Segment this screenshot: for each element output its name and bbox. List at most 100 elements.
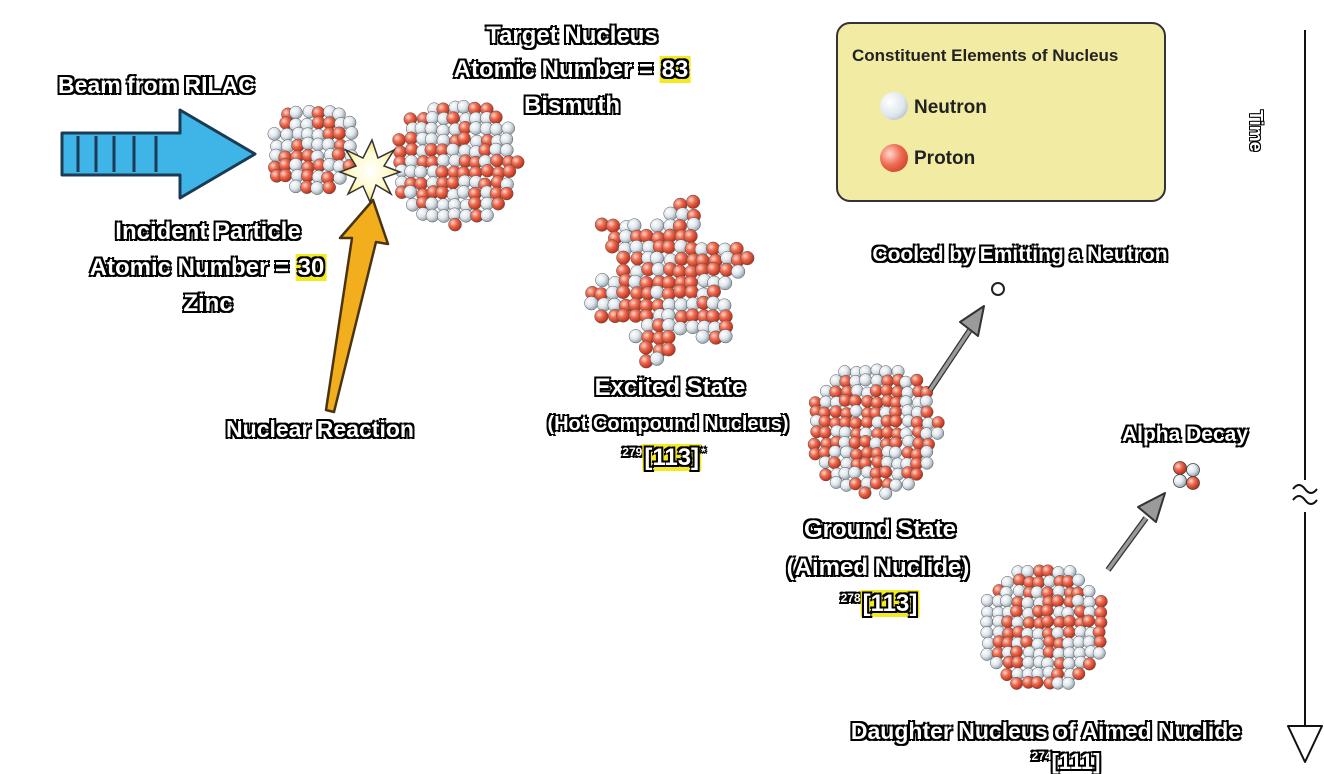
legend-box: Constituent Elements of Nucleus Neutron …: [836, 22, 1166, 202]
proton: [481, 164, 494, 177]
neutron: [585, 296, 599, 310]
neutron: [900, 376, 912, 388]
proton: [707, 262, 721, 276]
proton: [1095, 595, 1107, 607]
proton: [458, 132, 471, 145]
neutron: [674, 298, 688, 312]
neutron: [1072, 574, 1084, 586]
proton: [820, 469, 832, 481]
incident-element: Zinc: [183, 292, 232, 316]
proton: [880, 466, 892, 478]
neutron: [902, 478, 914, 490]
proton: [447, 112, 460, 125]
ground-subtitle: (Aimed Nuclide): [787, 556, 970, 580]
ground-state-nucleus: [808, 364, 944, 500]
neutron: [1174, 475, 1187, 488]
proton: [1001, 668, 1013, 680]
proton: [1063, 626, 1075, 638]
proton: [639, 341, 653, 355]
incident-nucleus: [268, 105, 358, 194]
neutron: [345, 127, 358, 140]
neutron: [1187, 464, 1200, 477]
neutron: [880, 487, 892, 499]
proton: [279, 169, 292, 182]
incident-title: Incident Particle: [115, 220, 300, 244]
alpha-decay-label: Alpha Decay: [1122, 424, 1248, 445]
target-nucleus: [393, 100, 525, 231]
daughter-title: Daughter Nucleus of Aimed Nuclide: [851, 720, 1241, 743]
proton: [489, 111, 502, 124]
proton: [850, 417, 862, 429]
proton: [323, 181, 336, 194]
neutron: [1072, 595, 1084, 607]
neutron: [990, 657, 1002, 669]
neutron: [414, 165, 427, 178]
neutron: [651, 219, 665, 233]
neutron: [889, 446, 901, 458]
ground-title: Ground State: [804, 518, 956, 542]
incident-atomic-number-prefix: Atomic Number =: [90, 254, 296, 281]
ground-element: [113]: [861, 590, 920, 617]
proton: [1042, 615, 1054, 627]
neutron: [1022, 656, 1034, 668]
neutron: [931, 427, 943, 439]
neutron: [281, 128, 294, 141]
proton: [662, 343, 676, 357]
proton: [720, 263, 734, 277]
excited-title: Excited State: [595, 376, 746, 400]
proton: [332, 148, 345, 161]
daughter-element: [111]: [1052, 749, 1101, 774]
time-axis: [1288, 30, 1322, 762]
alpha-particle: [1174, 462, 1200, 490]
neutron-legend-icon: [880, 92, 908, 120]
nuclear-reaction-arrow: [326, 200, 388, 412]
proton: [503, 165, 516, 178]
neutron: [437, 154, 450, 167]
emitted-neutron: [992, 283, 1004, 295]
alpha-decay-arrow: [1108, 493, 1165, 570]
proton: [911, 374, 923, 386]
proton: [859, 487, 871, 499]
excited-subtitle: (Hot Compound Nucleus): [547, 414, 788, 434]
excited-nuclide: 279[113]*: [622, 446, 705, 470]
proton: [1083, 658, 1095, 670]
proton: [393, 133, 406, 146]
beam-arrow: [62, 110, 255, 198]
neutron: [890, 479, 902, 491]
neutron: [981, 648, 993, 660]
proton: [492, 197, 505, 210]
neutron: [718, 276, 732, 290]
proton: [595, 310, 609, 324]
time-axis-label: Time: [1245, 110, 1266, 152]
neutron: [1000, 595, 1012, 607]
daughter-nucleus: [981, 565, 1108, 690]
cooled-label: Cooled by Emitting a Neutron: [872, 244, 1167, 265]
neutron: [1083, 585, 1095, 597]
daughter-nuclide: 274[111]: [1032, 750, 1101, 773]
beam-label: Beam from RILAC: [58, 74, 255, 97]
neutron: [850, 405, 862, 417]
neutron: [849, 466, 861, 478]
neutron: [1062, 677, 1074, 689]
neutron: [426, 209, 439, 222]
neutron: [490, 123, 503, 136]
legend-neutron-label: Neutron: [914, 97, 987, 119]
legend-proton-label: Proton: [914, 148, 975, 170]
neutron: [1063, 657, 1075, 669]
neutron: [596, 273, 610, 287]
neutron: [629, 329, 643, 343]
proton: [662, 330, 676, 344]
excited-element: [113]: [642, 444, 701, 471]
proton: [684, 229, 698, 243]
target-atomic-number-prefix: Atomic Number =: [454, 56, 660, 83]
incident-atomic-number: 30: [296, 254, 327, 281]
target-atomic-number: 83: [660, 56, 691, 83]
neutron: [457, 186, 470, 199]
neutron: [289, 106, 302, 119]
neutron: [1093, 647, 1105, 659]
neutron: [829, 446, 841, 458]
proton: [828, 457, 840, 469]
proton: [921, 406, 933, 418]
target-atomic-number-line: Atomic Number = 83: [454, 58, 691, 82]
neutron: [404, 185, 417, 198]
